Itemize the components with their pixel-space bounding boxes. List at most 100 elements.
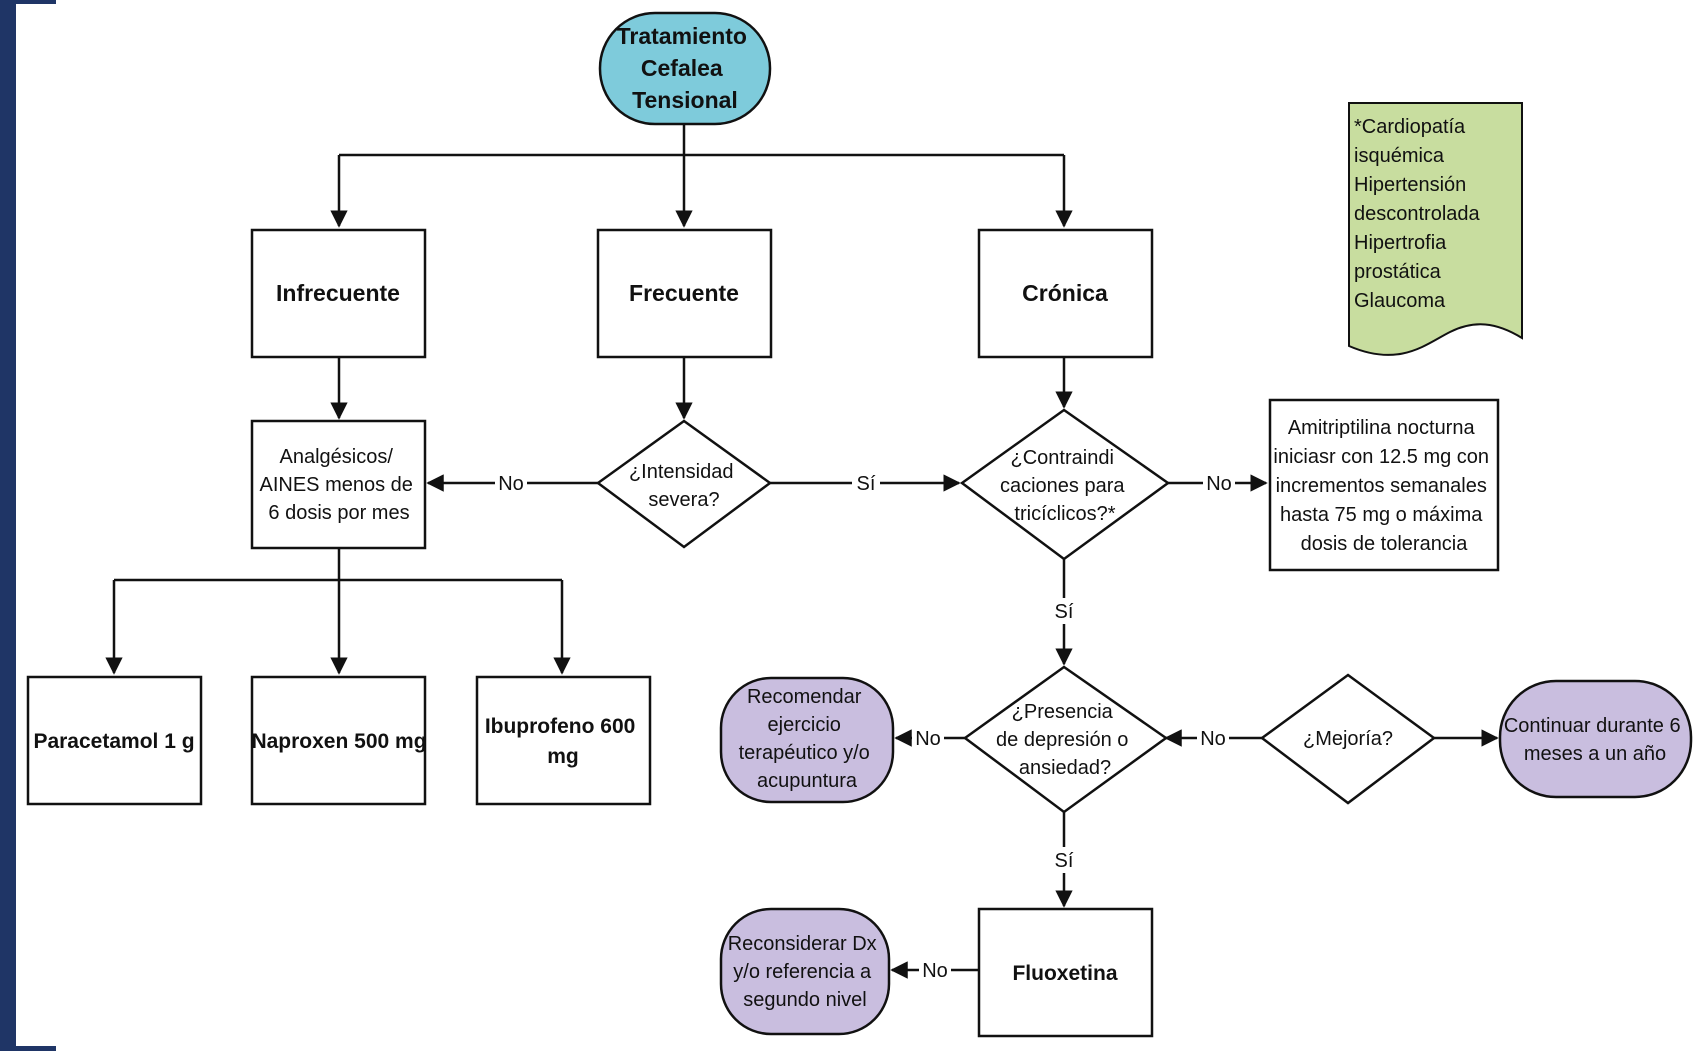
edge-label-bg	[1050, 598, 1078, 624]
edge-label-fluoxetina-no: No	[922, 960, 948, 982]
depresion-label: ¿Presencia de depresión o ansiedad?	[996, 701, 1134, 779]
analgesicos-label: Analgésicos/ AINES menos de 6 dosis por …	[260, 446, 419, 524]
node-intensidad: ¿Intensidad severa?	[595, 419, 773, 549]
node-mejoria: ¿Mejoría?	[1259, 673, 1437, 805]
continuar-label: Continuar durante 6 meses a un año	[1504, 715, 1686, 765]
node-continuar: Continuar durante 6 meses a un año	[1498, 679, 1693, 799]
depresion-diamond	[962, 665, 1169, 814]
depresion-line-1: ¿Presencia	[1012, 701, 1114, 723]
naproxen-box	[250, 675, 427, 806]
ibuprofeno-line-2: mg	[547, 745, 579, 768]
node-amitriptilina: Amitriptilina nocturna iniciasr con 12.5…	[1268, 398, 1500, 572]
analgesicos-line-2: AINES menos de	[260, 474, 413, 496]
note-line-1: *Cardiopatía	[1354, 116, 1466, 138]
contraindicaciones-line-2: caciones para	[1000, 475, 1125, 497]
infrecuente-label: Infrecuente	[276, 280, 400, 306]
mejoria-diamond	[1259, 673, 1437, 805]
amitriptilina-line-5: dosis de tolerancia	[1301, 533, 1469, 555]
paracetamol-label: Paracetamol 1 g	[33, 730, 194, 753]
reconsiderar-label: Reconsiderar Dx y/o referencia a segundo…	[728, 933, 883, 1011]
cronica-box	[977, 228, 1154, 359]
note-label: *Cardiopatía isquémica Hipertensión desc…	[1354, 116, 1485, 312]
node-start: Tratamiento Cefalea Tensional	[598, 11, 772, 126]
node-frecuente: Frecuente	[596, 228, 773, 359]
amitriptilina-label: Amitriptilina nocturna iniciasr con 12.5…	[1273, 417, 1494, 555]
reconsiderar-line-3: segundo nivel	[743, 989, 866, 1011]
start-terminator	[598, 11, 772, 126]
continuar-terminator	[1498, 679, 1693, 799]
node-note: *Cardiopatía isquémica Hipertensión desc…	[1348, 102, 1523, 356]
ibuprofeno-box	[475, 675, 652, 806]
continuar-line-1: Continuar durante 6	[1504, 715, 1681, 737]
node-reconsiderar: Reconsiderar Dx y/o referencia a segundo…	[719, 907, 891, 1036]
fluoxetina-label: Fluoxetina	[1012, 962, 1117, 985]
recomendar-line-1: Recomendar	[747, 686, 862, 708]
intensidad-diamond	[595, 419, 773, 549]
infrecuente-box	[250, 228, 427, 359]
edge-label-depresion-no: No	[915, 728, 941, 750]
paracetamol-box	[26, 675, 203, 806]
node-ibuprofeno: Ibuprofeno 600 mg	[475, 675, 652, 806]
edge-label-bg	[1197, 726, 1229, 750]
edge-label-bg	[912, 726, 944, 750]
reconsiderar-line-2: y/o referencia a	[733, 961, 872, 983]
edge-label-depresion-si: Sí	[1055, 850, 1074, 872]
node-paracetamol: Paracetamol 1 g	[26, 675, 203, 806]
continuar-line-2: meses a un año	[1524, 743, 1666, 765]
cronica-label: Crónica	[1022, 280, 1108, 306]
intensidad-line-2: severa?	[648, 489, 719, 511]
amitriptilina-box	[1268, 398, 1500, 572]
frecuente-box	[596, 228, 773, 359]
start-line-3: Tensional	[632, 87, 738, 113]
edge-label-contraindicaciones-no: No	[1206, 473, 1232, 495]
edge-label-bg	[852, 471, 880, 495]
note-line-7: Glaucoma	[1354, 290, 1446, 312]
node-analgesicos: Analgésicos/ AINES menos de 6 dosis por …	[250, 419, 427, 550]
contraindicaciones-line-1: ¿Contraindi	[1011, 447, 1114, 469]
intensidad-line-1: ¿Intensidad	[629, 461, 734, 483]
ibuprofeno-label: Ibuprofeno 600 mg	[485, 715, 641, 768]
frecuente-label: Frecuente	[629, 280, 739, 306]
note-line-2: isquémica	[1354, 145, 1445, 167]
note-line-5: Hipertrofia	[1354, 232, 1447, 254]
node-contraindicaciones: ¿Contraindi caciones para tricíclicos?*	[959, 408, 1171, 561]
node-cronica: Crónica	[977, 228, 1154, 359]
recomendar-line-2: ejercicio	[768, 714, 841, 736]
recomendar-line-3: terapéutico y/o	[739, 742, 870, 764]
note-line-6: prostática	[1354, 261, 1442, 283]
recomendar-line-4: acupuntura	[757, 770, 858, 792]
start-line-2: Cefalea	[641, 55, 723, 81]
depresion-line-2: de depresión o	[996, 729, 1128, 751]
amitriptilina-line-4: hasta 75 mg o máxima	[1280, 504, 1483, 526]
edge-label-intensidad-si: Sí	[857, 473, 876, 495]
edge-label-bg	[495, 471, 527, 495]
intensidad-label: ¿Intensidad severa?	[629, 461, 739, 511]
naproxen-label: Naproxen 500 mg	[251, 730, 426, 753]
node-depresion: ¿Presencia de depresión o ansiedad?	[962, 665, 1169, 814]
amitriptilina-line-1: Amitriptilina nocturna	[1288, 417, 1476, 439]
depresion-line-3: ansiedad?	[1019, 757, 1111, 779]
frame-corner-bottom	[16, 1046, 56, 1051]
note-document	[1348, 102, 1523, 356]
mejoria-label: ¿Mejoría?	[1303, 728, 1393, 750]
node-naproxen: Naproxen 500 mg	[250, 675, 427, 806]
frame-left-bar	[0, 0, 16, 1051]
fluoxetina-box	[977, 907, 1154, 1038]
edge-label-bg	[1050, 847, 1078, 873]
edge-label-bg	[1203, 471, 1235, 495]
contraindicaciones-line-3: tricíclicos?*	[1014, 503, 1115, 525]
edge-label-intensidad-no: No	[498, 473, 524, 495]
note-line-4: descontrolada	[1354, 203, 1481, 225]
note-line-3: Hipertensión	[1354, 174, 1466, 196]
edge-label-contraindicaciones-si: Sí	[1055, 601, 1074, 623]
analgesicos-line-3: 6 dosis por mes	[268, 502, 409, 524]
recomendar-terminator	[719, 676, 895, 804]
edge-label-mejoria-no: No	[1200, 728, 1226, 750]
node-fluoxetina: Fluoxetina	[977, 907, 1154, 1038]
edge-labels: No Sí No Sí No No Sí No	[495, 471, 1235, 982]
edge-label-bg	[919, 958, 951, 982]
ibuprofeno-line-1: Ibuprofeno 600	[485, 715, 636, 738]
reconsiderar-terminator	[719, 907, 891, 1036]
analgesicos-box	[250, 419, 427, 550]
